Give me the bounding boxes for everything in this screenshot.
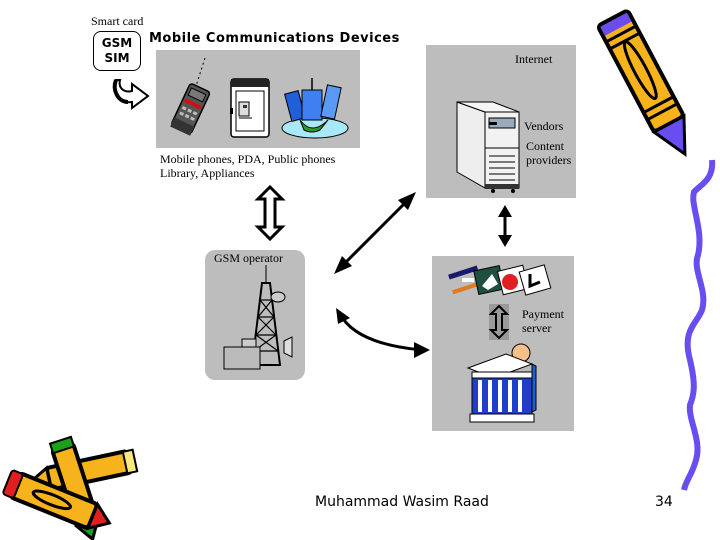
double-arrow-payment-icon [488, 304, 510, 340]
squiggle-line-decoration [681, 159, 716, 491]
devices-caption-line2: Library, Appliances [160, 166, 255, 180]
devices-caption-line1: Mobile phones, PDA, Public phones [160, 152, 336, 166]
curved-arrow-icon [112, 79, 150, 110]
public-phone-icon [230, 78, 270, 138]
smart-card-label: Smart card [91, 14, 144, 28]
double-arrow-curved-icon [336, 308, 430, 358]
devices-title: Mobile Communications Devices [149, 31, 400, 46]
crayons-decoration-icon [2, 435, 139, 540]
payment-label-line1: Payment [522, 307, 564, 321]
pencil-decoration-icon [597, 9, 687, 158]
city-buildings-icon [281, 78, 349, 139]
credit-cards-icon [448, 264, 552, 296]
internet-title: Internet [515, 52, 553, 66]
radio-tower-icon [223, 265, 293, 370]
double-arrow-diagonal-icon [334, 192, 416, 274]
double-arrow-vertical-icon [254, 184, 286, 242]
bank-building-icon [466, 343, 537, 423]
sim-card: GSM SIM [93, 31, 141, 71]
double-arrow-small-icon [498, 205, 512, 247]
vendors-label: Vendors [524, 119, 564, 133]
content-providers-line1: Content [526, 139, 564, 153]
payment-label-line2: server [522, 321, 552, 335]
sim-card-line2: SIM [104, 51, 130, 65]
server-tower-icon [456, 101, 520, 193]
page-number: 34 [655, 494, 673, 510]
sim-card-line1: GSM [101, 36, 133, 50]
content-providers-line2: providers [526, 153, 572, 167]
mobile-phone-icon [170, 57, 211, 136]
footer-author: Muhammad Wasim Raad [315, 494, 489, 510]
gsm-operator-title: GSM operator [214, 251, 283, 265]
